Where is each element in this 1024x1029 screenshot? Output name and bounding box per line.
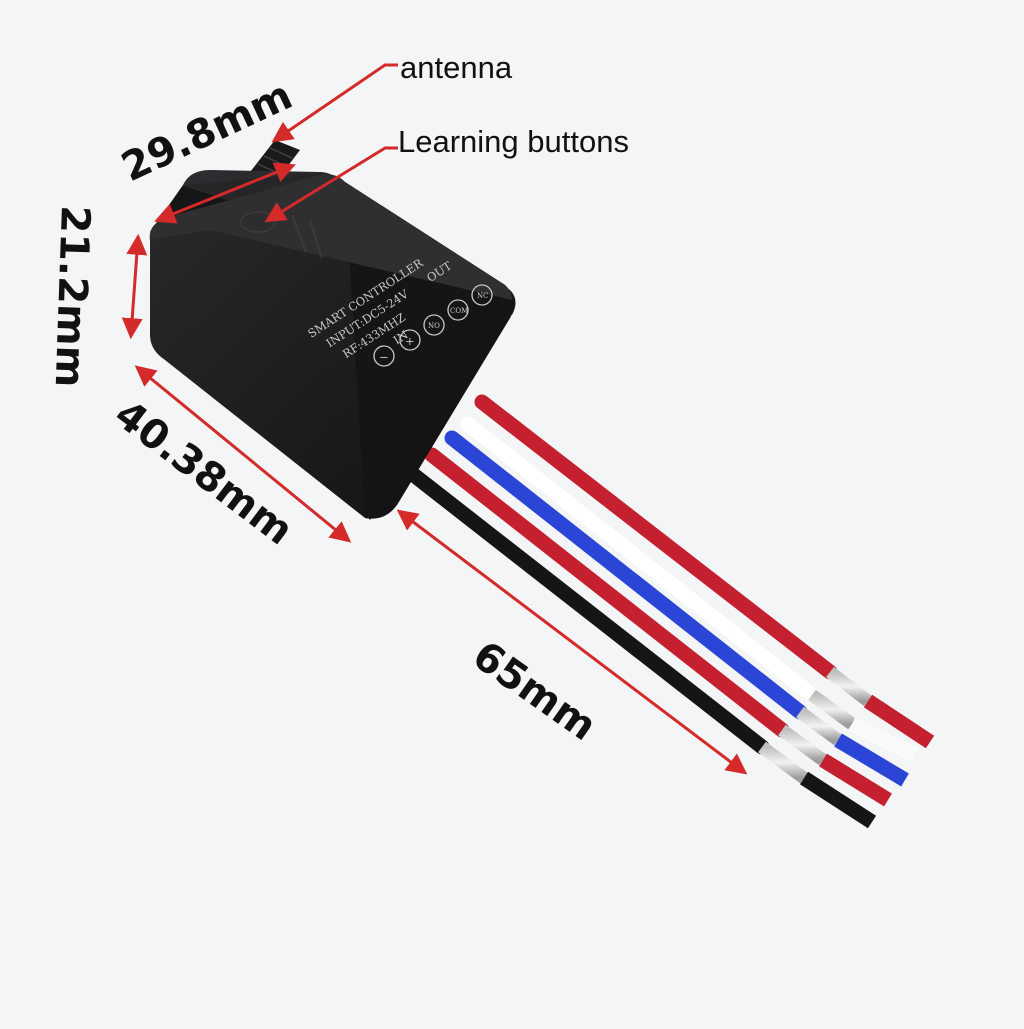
dimension-wire-length: 65mm xyxy=(396,509,748,775)
terminal-minus: − xyxy=(373,345,395,367)
callout-antenna-label: antenna xyxy=(400,50,513,85)
callout-antenna: antenna xyxy=(271,50,513,143)
wire-red-2 xyxy=(424,447,892,807)
wires xyxy=(402,394,935,829)
wire-blue xyxy=(444,430,909,787)
dimension-height-label: 21.2mm xyxy=(46,205,98,389)
svg-text:COM: COM xyxy=(450,307,468,315)
terminal-no: NO xyxy=(423,314,445,336)
dimension-height: 21.2mm xyxy=(46,205,148,389)
terminal-com: COM xyxy=(447,299,469,321)
terminal-plus: + xyxy=(399,329,421,351)
svg-text:NO: NO xyxy=(428,322,440,330)
terminal-markers: − + NO COM NC xyxy=(373,284,493,367)
svg-text:+: + xyxy=(405,334,415,348)
terminal-nc: NC xyxy=(471,284,493,306)
svg-text:NC: NC xyxy=(477,292,488,300)
svg-text:−: − xyxy=(379,350,389,364)
callout-learning-buttons-label: Learning buttons xyxy=(398,124,629,159)
callout-learning-buttons: Learning buttons xyxy=(264,124,629,223)
